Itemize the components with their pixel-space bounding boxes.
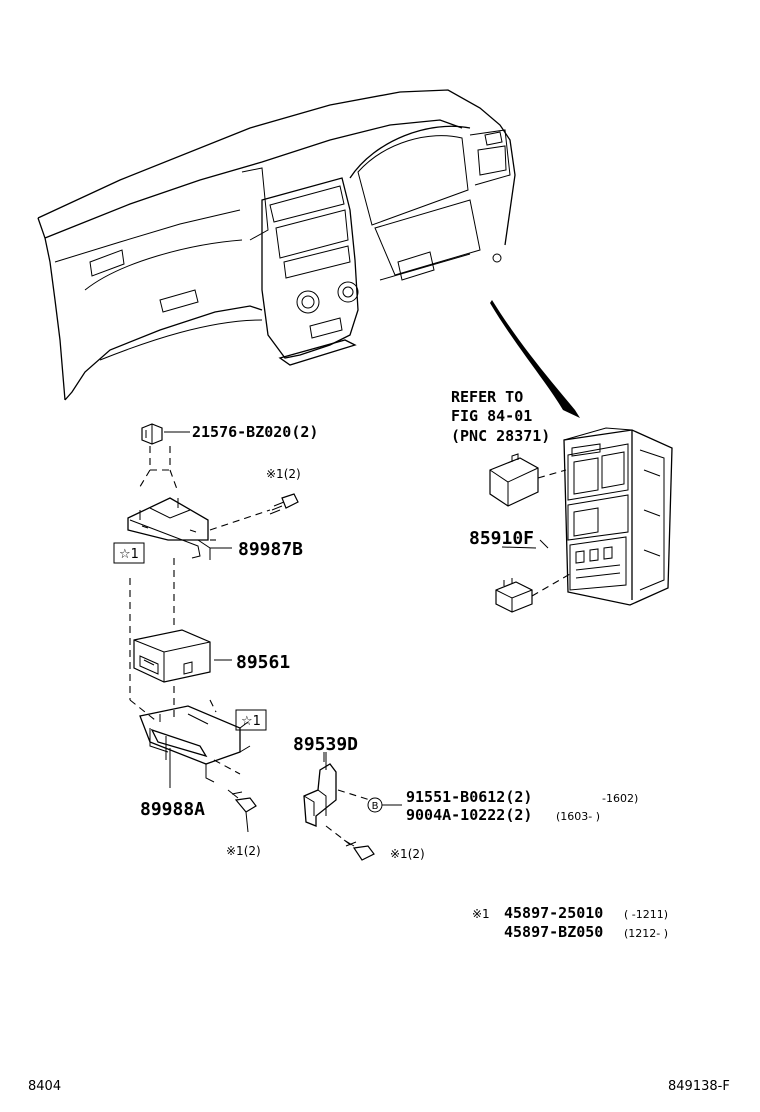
note1-label-a: ※1(2) bbox=[266, 467, 301, 481]
star1-label-a: ☆1 bbox=[119, 547, 139, 562]
refer-line3: (PNC 28371) bbox=[451, 427, 550, 445]
bolt-lower-right bbox=[343, 839, 375, 861]
part-91551: 91551-B0612(2) bbox=[406, 788, 532, 806]
relay-junction-block bbox=[563, 427, 673, 606]
circle-b-label: B bbox=[372, 801, 379, 812]
footnote-row1-range: ( -1211) bbox=[624, 908, 668, 921]
footnote-mark: ※1 bbox=[472, 907, 490, 921]
ecu-89561 bbox=[133, 629, 232, 683]
footer-right: 849138-F bbox=[668, 1079, 730, 1094]
star1-label-b: ☆1 bbox=[241, 714, 261, 729]
part-89561: 89561 bbox=[236, 652, 290, 673]
clip-21576 bbox=[141, 423, 190, 445]
relay-85910f bbox=[495, 539, 571, 613]
part-89539d: 89539D bbox=[293, 734, 358, 755]
part-85910f: 85910F bbox=[469, 528, 534, 549]
star-box-a bbox=[113, 542, 145, 564]
star-box-b bbox=[235, 709, 267, 731]
footnote-row1-part: 45897-25010 bbox=[504, 904, 603, 922]
pointer-arrow bbox=[490, 300, 580, 418]
part-9004a-range: (1603- ) bbox=[556, 810, 600, 823]
bolt-upper bbox=[269, 493, 299, 515]
part-89987b: 89987B bbox=[238, 539, 303, 560]
relay-upper bbox=[489, 453, 567, 507]
footnote-row2-part: 45897-BZ050 bbox=[504, 923, 603, 941]
refer-line1: REFER TO bbox=[451, 388, 523, 406]
footer-left: 8404 bbox=[28, 1079, 61, 1094]
part-21576: 21576-BZ020(2) bbox=[192, 423, 318, 441]
note1-label-b: ※1(2) bbox=[226, 844, 261, 858]
bracket-89988a bbox=[139, 705, 251, 788]
dashboard-illustration bbox=[37, 89, 516, 401]
bracket-89539d bbox=[303, 752, 371, 847]
part-89988a: 89988A bbox=[140, 799, 205, 820]
part-91551-range: -1602) bbox=[602, 792, 638, 805]
part-9004a: 9004A-10222(2) bbox=[406, 806, 532, 824]
refer-line2: FIG 84-01 bbox=[451, 407, 532, 425]
bolt-b-callout: B bbox=[367, 797, 402, 813]
bolt-lower-left bbox=[227, 789, 257, 833]
note1-label-c: ※1(2) bbox=[390, 847, 425, 861]
footnote-row2-range: (1212- ) bbox=[624, 927, 668, 940]
